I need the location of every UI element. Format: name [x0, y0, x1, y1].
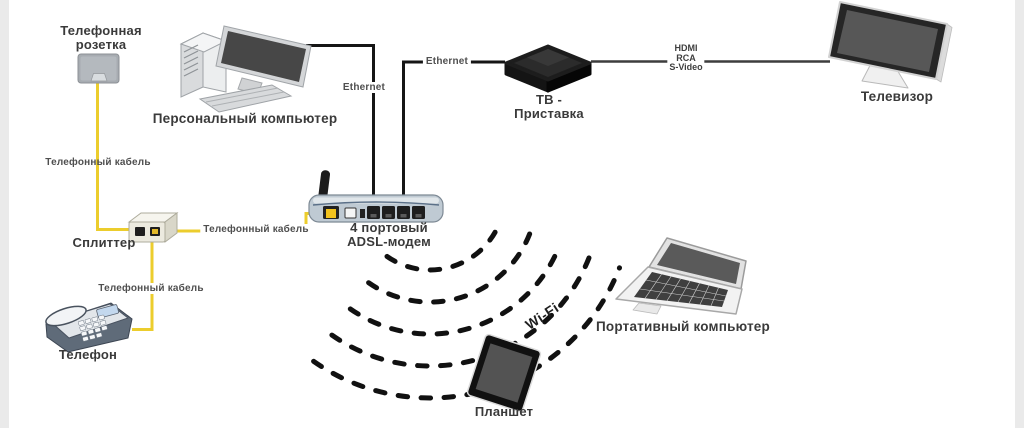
- pc-screen: [221, 31, 306, 82]
- splitter-label: Сплиттер: [72, 235, 136, 250]
- left-edge-shade: [0, 0, 9, 428]
- splitter-icon: [127, 212, 179, 243]
- tv-box-icon: [504, 44, 592, 93]
- cable-splitter-to-phone: [132, 240, 154, 331]
- cable-modem-to-tvbox: [402, 60, 505, 206]
- wifi-arc-4: [329, 253, 593, 369]
- right-edge-shade: [1015, 0, 1024, 428]
- tv-box-label-line1: ТВ -: [535, 92, 563, 107]
- laptop-key-grid: [639, 274, 727, 306]
- tv-label: Телевизор: [860, 89, 934, 104]
- cable-label-splitter-modem: Телефонный кабель: [200, 224, 312, 235]
- pc-label: Персональный компьютер: [152, 111, 338, 126]
- adsl-modem-icon: [308, 170, 444, 223]
- laptop-trackpad: [632, 302, 662, 315]
- phone-keypad: [78, 314, 108, 342]
- ethernet-label-pc: Ethernet: [339, 82, 389, 93]
- phone-label: Телефон: [58, 347, 118, 362]
- ethernet-cables: [306, 44, 505, 206]
- adsl-modem-label: 4 портовый ADSL-модем: [347, 221, 431, 249]
- cable-label-socket-splitter: Телефонный кабель: [45, 157, 151, 168]
- wifi-arc-1: [384, 219, 503, 273]
- wall-socket-icon: [77, 53, 120, 84]
- av-label-hdmi: HDMI: [674, 43, 698, 53]
- laptop-label: Портативный компьютер: [596, 319, 770, 334]
- ethernet-label-tvbox: Ethernet: [422, 56, 472, 67]
- tv-box-label-line2: Приставка: [514, 106, 584, 121]
- adsl-modem-label-line2: ADSL-модем: [347, 234, 431, 249]
- tablet-icon: [466, 333, 542, 413]
- cable-pc-to-modem: [306, 44, 375, 206]
- cable-label-splitter-phone: Телефонный кабель: [95, 283, 207, 294]
- cable-socket-to-splitter: [96, 83, 131, 231]
- av-label-rca: RCA: [676, 52, 696, 63]
- laptop-icon: [615, 237, 747, 315]
- tv-box-label: ТВ - Приставка: [514, 93, 584, 121]
- pc-keyboard: [198, 84, 293, 113]
- wall-socket-label-line1: Телефонная: [60, 23, 142, 38]
- wifi-arc-2: [366, 230, 533, 305]
- pc-icon: [179, 25, 312, 113]
- wall-socket-label-line2: розетка: [75, 37, 127, 52]
- modem-port-slots: [370, 214, 422, 218]
- wifi-arc-3: [347, 242, 563, 337]
- tower-vents: [183, 44, 199, 77]
- tv-icon: [828, 1, 953, 89]
- phone-icon: [45, 302, 133, 353]
- adsl-modem-label-line1: 4 портовый: [350, 220, 428, 235]
- av-label-svideo: S-Video: [669, 62, 703, 72]
- av-cable-labels: HDMI RCA S-Video: [667, 43, 705, 73]
- tablet-label: Планшет: [474, 404, 534, 419]
- wall-socket-label: Телефонная розетка: [60, 24, 142, 52]
- modem-lan-ports: [367, 206, 425, 219]
